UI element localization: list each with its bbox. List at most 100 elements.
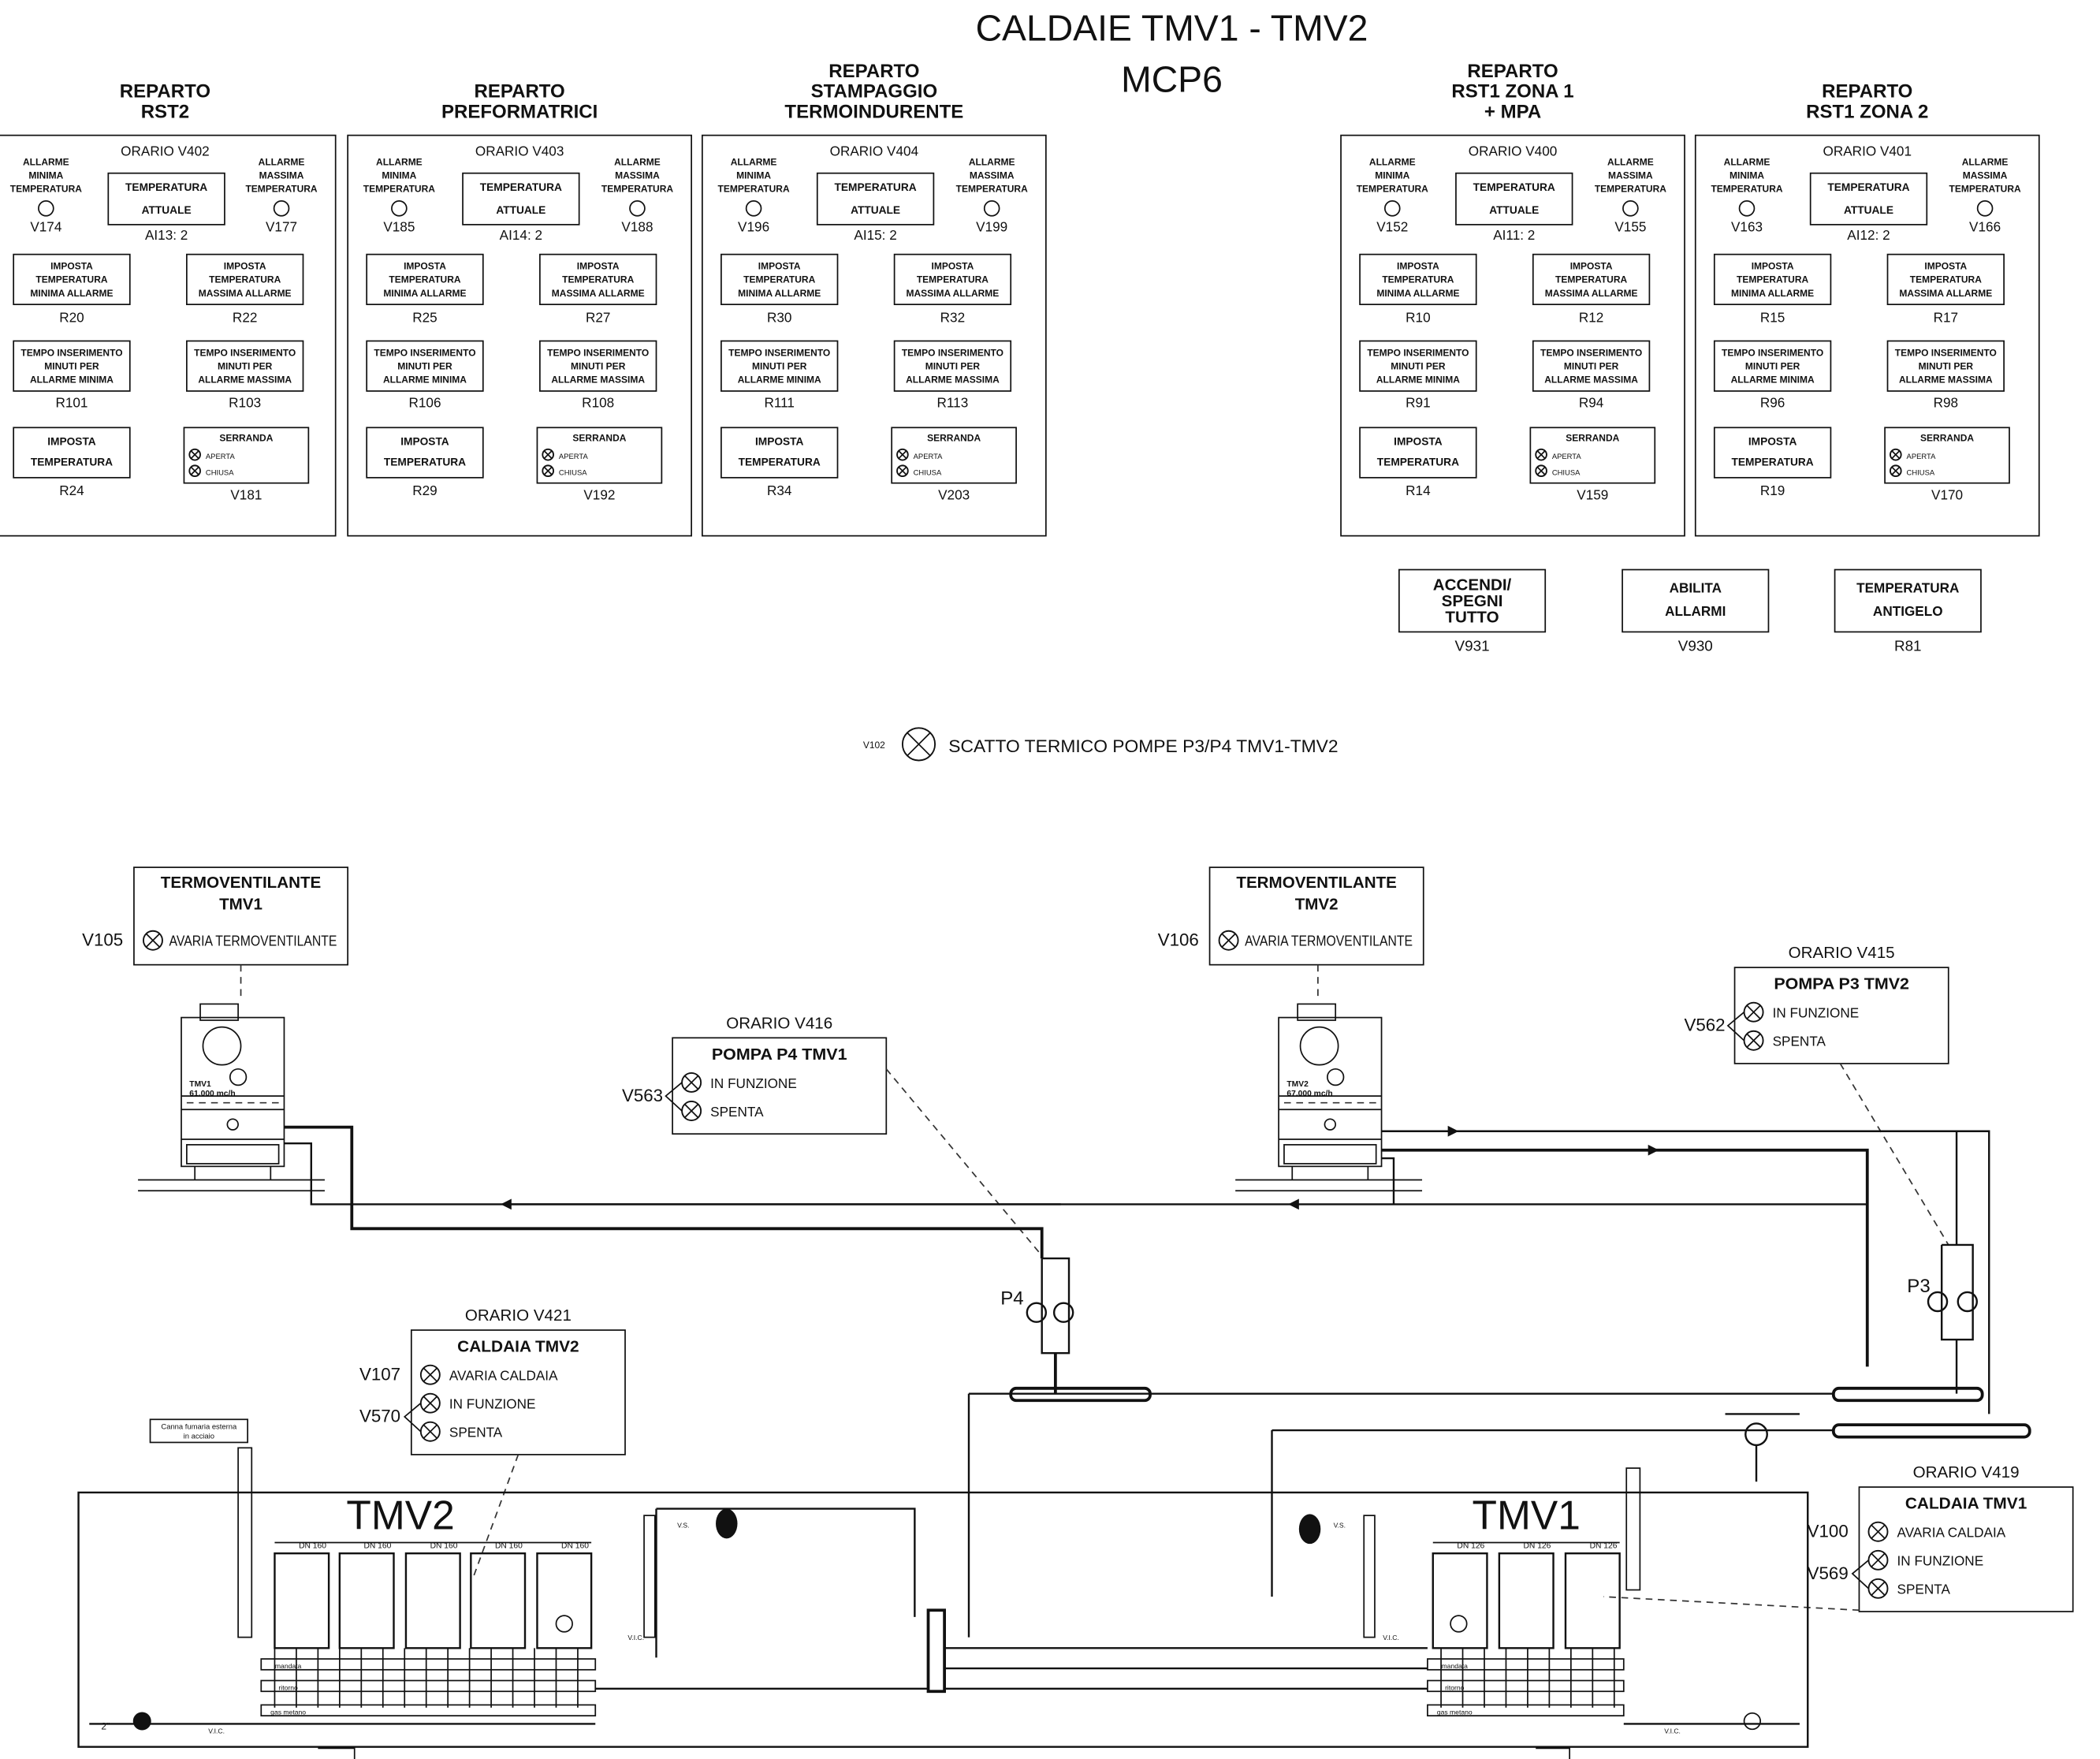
set-max-alarm-label: MASSIMA ALLARME [1899,288,1992,299]
global-button-frame[interactable] [1398,568,1547,633]
pump-code-leader [665,1082,683,1112]
damper-code: V159 [1577,486,1608,502]
boiler-off-indicator [419,1421,441,1442]
expansion-line [655,1507,916,1658]
sep-link-right [944,1647,1428,1690]
set-temp-button[interactable] [720,427,839,479]
set-temp-button[interactable] [1713,427,1832,479]
set-temp-button[interactable] [13,427,131,479]
set-max-alarm-button[interactable] [1886,253,2005,306]
time-max-alarm-code: R113 [937,395,969,411]
time-max-alarm-button[interactable] [1886,340,2005,392]
alarm-max-label: MASSIMA [1608,170,1653,181]
time-max-alarm-button[interactable] [1532,340,1651,392]
current-temp-label: TEMPERATURA [1827,181,1909,193]
time-min-alarm-button[interactable] [720,340,839,392]
damper-closed-label: CHIUSA [1907,468,1935,476]
ahu-coil-icon [226,1118,239,1131]
set-temp-label: IMPOSTA [755,436,804,448]
global-button-code: V930 [1678,637,1713,654]
manifold-bar [260,1679,597,1693]
leader-line [885,1068,1043,1257]
time-min-alarm-button[interactable] [13,340,131,392]
pump-title: POMPA P3 TMV2 [1774,975,1909,993]
damper-open-indicator [896,448,909,461]
set-max-alarm-button[interactable] [186,253,304,306]
damper-closed-indicator-cross [1891,466,1901,475]
supply-pipe-tmv2 [1381,1148,1869,1367]
termoventilante-title: TMV2 [1295,895,1339,913]
time-max-alarm-button[interactable] [186,340,304,392]
boiler-dn-label: DN 126 [1524,1541,1551,1550]
alarm-min-label: ALLARME [376,156,423,167]
set-min-alarm-button[interactable] [1713,253,1832,306]
time-max-alarm-button[interactable] [539,340,657,392]
current-temp-code: AI15: 2 [854,227,896,243]
set-min-alarm-label: MINIMA ALLARME [30,288,113,299]
global-button-frame[interactable] [1622,568,1770,633]
alarm-max-led [273,199,290,217]
fan-icon [202,1026,242,1066]
current-temp-label: TEMPERATURA [1473,181,1555,193]
global-button-code: V931 [1455,637,1490,654]
time-min-alarm-button[interactable] [366,340,484,392]
pump-off-indicator-cross [1746,1033,1761,1048]
alarm-max-code: V166 [1969,218,2001,234]
global-button-frame[interactable] [1834,568,1982,633]
alarm-min-label: MINIMA [736,170,771,181]
set-temp-button[interactable] [366,427,484,479]
boiler-code-leader [1851,1560,1870,1589]
boiler-off-label: SPENTA [1897,1582,1951,1597]
pump-p4-icon-b [1052,1302,1074,1323]
ahu-section [181,1095,285,1140]
set-max-alarm-button[interactable] [893,253,1012,306]
safety-valve-label: V.S. [1334,1522,1346,1530]
alarm-min-label: ALLARME [731,156,777,167]
time-max-alarm-button[interactable] [893,340,1012,392]
alarm-max-led [983,199,1000,217]
damper-label: SERRANDA [927,432,981,443]
time-min-alarm-button[interactable] [1359,340,1477,392]
pump-p3-tag: P3 [1907,1276,1930,1297]
set-max-alarm-button[interactable] [1532,253,1651,306]
alarm-min-label: ALLARME [1369,156,1416,167]
current-temp-label: TEMPERATURA [480,181,562,193]
boiler-fault-indicator-cross [1871,1524,1886,1539]
time-min-alarm-code: R96 [1760,395,1785,411]
boiler-unit [1498,1552,1555,1649]
set-temp-button[interactable] [1359,427,1477,479]
damper-code: V192 [583,486,615,502]
damper-open-indicator-cross [898,450,907,460]
alarm-max-label: TEMPERATURA [1595,184,1666,195]
pump-running-indicator [681,1072,702,1093]
manifold-bar [260,1704,597,1716]
damper-open-label: APERTA [206,452,236,460]
set-min-alarm-button[interactable] [720,253,839,306]
time-min-alarm-code: R91 [1406,395,1430,411]
damper-box [536,427,663,484]
alarm-max-label: TEMPERATURA [1949,184,2021,195]
pump-running-indicator-cross [1746,1004,1761,1019]
set-min-alarm-button[interactable] [13,253,131,306]
time-max-alarm-label: ALLARME MASSIMA [551,375,645,386]
flow-arrow [1648,1144,1659,1156]
set-max-alarm-button[interactable] [539,253,657,306]
set-temp-label: IMPOSTA [47,436,96,448]
set-temp-code: R19 [1760,483,1785,498]
set-min-alarm-button[interactable] [1359,253,1477,306]
alarm-min-label: ALLARME [1724,156,1770,167]
pump-frame [1733,967,1949,1064]
vic-label: V.I.C. [208,1727,225,1735]
current-temp-display [462,172,580,225]
time-min-alarm-button[interactable] [1713,340,1832,392]
time-min-alarm-label: ALLARME MINIMA [738,375,821,386]
ahu-airflow: 67.000 mc/h [1286,1090,1332,1098]
set-min-alarm-button[interactable] [366,253,484,306]
